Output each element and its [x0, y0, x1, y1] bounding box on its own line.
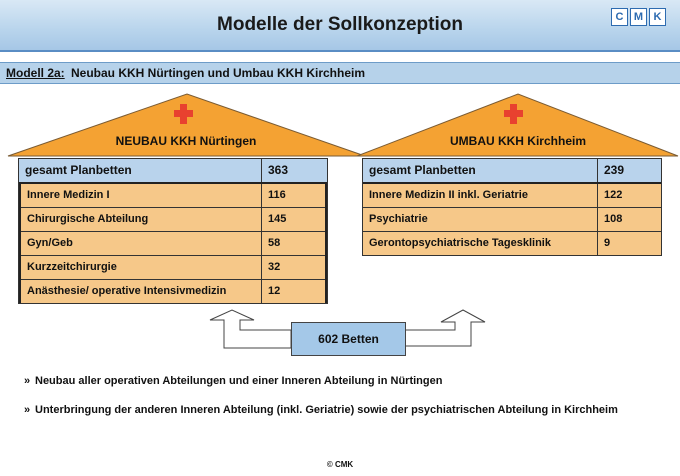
table-row: Gyn/Geb 58: [21, 231, 325, 255]
page-title: Modelle der Sollkonzeption: [217, 14, 463, 35]
footer-copyright: © CMK: [326, 460, 354, 469]
department-beds: 116: [268, 189, 286, 201]
right-cross-icon: [504, 104, 523, 124]
right-bed-table: gesamt Planbetten 239 Innere Medizin II …: [362, 158, 662, 256]
model-text: Neubau KKH Nürtingen und Umbau KKH Kirch…: [71, 66, 366, 80]
department-label: Gerontopsychiatrische Tagesklinik: [363, 232, 598, 255]
logo-letter: C: [611, 8, 628, 26]
header-bar: Modelle der Sollkonzeption C M K: [0, 0, 680, 52]
cmk-logo: C M K: [611, 8, 666, 26]
department-beds: 108: [604, 213, 623, 225]
total-label: gesamt Planbetten: [363, 159, 598, 182]
left-bed-table: gesamt Planbetten 363 Innere Medizin I 1…: [18, 158, 328, 304]
department-label: Anästhesie/ operative Intensivmedizin: [21, 280, 262, 303]
total-value: 363: [268, 163, 289, 177]
left-roof-label: NEUBAU KKH Nürtingen: [115, 134, 257, 148]
bullet-item: » Unterbringung der anderen Inneren Abte…: [24, 403, 624, 418]
department-beds: 58: [268, 237, 281, 249]
table-row: Kurzzeitchirurgie 32: [21, 255, 325, 279]
logo-letter: M: [630, 8, 647, 26]
department-label: Chirurgische Abteilung: [21, 208, 262, 231]
table-row: Chirurgische Abteilung 145: [21, 207, 325, 231]
department-label: Innere Medizin I: [21, 184, 262, 207]
department-label: Gyn/Geb: [21, 232, 262, 255]
model-subtitle: Modell 2a: Neubau KKH Nürtingen und Umba…: [0, 62, 680, 84]
right-arrow-icon: [403, 309, 486, 347]
department-label: Psychiatrie: [363, 208, 598, 231]
total-label: gesamt Planbetten: [19, 159, 262, 182]
table-row: Anästhesie/ operative Intensivmedizin 12: [21, 279, 325, 303]
left-roof: [7, 93, 366, 157]
department-beds: 122: [604, 189, 623, 201]
bullet-mark: »: [24, 404, 31, 416]
bullet-text: Neubau aller operativen Abteilungen und …: [35, 375, 443, 387]
total-value: 239: [604, 163, 625, 177]
right-roof-label: UMBAU KKH Kirchheim: [449, 134, 586, 148]
model-label: Modell 2a:: [6, 66, 65, 80]
table-row: Psychiatrie 108: [363, 207, 661, 231]
table-row: gesamt Planbetten 239: [363, 159, 661, 182]
department-beds: 9: [604, 237, 611, 249]
department-beds: 12: [268, 285, 281, 297]
department-label: Innere Medizin II inkl. Geriatrie: [363, 184, 598, 207]
department-beds: 145: [268, 213, 287, 225]
department-label: Kurzzeitchirurgie: [21, 256, 262, 279]
left-cross-icon: [174, 104, 193, 124]
bullet-mark: »: [24, 375, 31, 387]
bullet-text: Unterbringung der anderen Inneren Abteil…: [35, 404, 618, 416]
table-row: gesamt Planbetten 363: [19, 159, 327, 182]
table-row: Gerontopsychiatrische Tagesklinik 9: [363, 231, 661, 255]
right-roof: [356, 93, 679, 157]
bullet-item: » Neubau aller operativen Abteilungen un…: [24, 374, 654, 389]
table-body: Innere Medizin I 116 Chirurgische Abteil…: [19, 182, 327, 303]
table-row: Innere Medizin II inkl. Geriatrie 122: [363, 182, 661, 207]
department-beds: 32: [268, 261, 281, 273]
left-arrow-icon: [209, 309, 292, 349]
total-beds-box: 602 Betten: [291, 322, 406, 356]
logo-letter: K: [649, 8, 666, 26]
table-row: Innere Medizin I 116: [21, 182, 325, 207]
